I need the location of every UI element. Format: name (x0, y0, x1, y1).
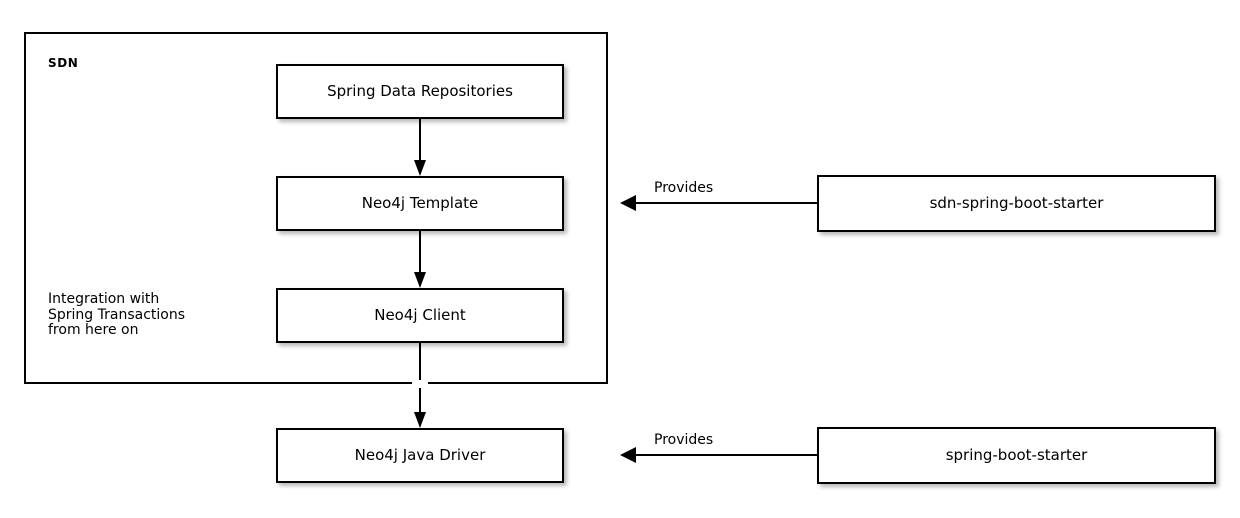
node-neo4j-template[interactable]: Neo4j Template (276, 176, 564, 231)
node-label: Spring Data Repositories (327, 82, 513, 100)
node-label: sdn-spring-boot-starter (929, 194, 1104, 212)
node-spring-data-repositories[interactable]: Spring Data Repositories (276, 64, 564, 119)
node-spring-boot-starter[interactable]: spring-boot-starter (817, 427, 1216, 484)
edge-label-provides-top: Provides (654, 180, 714, 196)
node-label: Neo4j Template (361, 194, 479, 212)
group-border-gap (412, 380, 428, 388)
node-neo4j-client[interactable]: Neo4j Client (276, 288, 564, 343)
arrowhead-down (414, 412, 426, 428)
arrowhead-left (620, 447, 636, 463)
node-label: Neo4j Java Driver (354, 446, 486, 464)
sdn-group-container (24, 32, 608, 384)
node-neo4j-java-driver[interactable]: Neo4j Java Driver (276, 428, 564, 483)
node-label: spring-boot-starter (945, 446, 1088, 464)
node-sdn-spring-boot-starter[interactable]: sdn-spring-boot-starter (817, 175, 1216, 232)
sdn-group-label: SDN (48, 56, 79, 70)
edge-label-provides-bottom: Provides (654, 432, 714, 448)
arrowhead-left (620, 195, 636, 211)
node-label: Neo4j Client (374, 306, 466, 324)
integration-note: Integration with Spring Transactions fro… (48, 291, 186, 339)
